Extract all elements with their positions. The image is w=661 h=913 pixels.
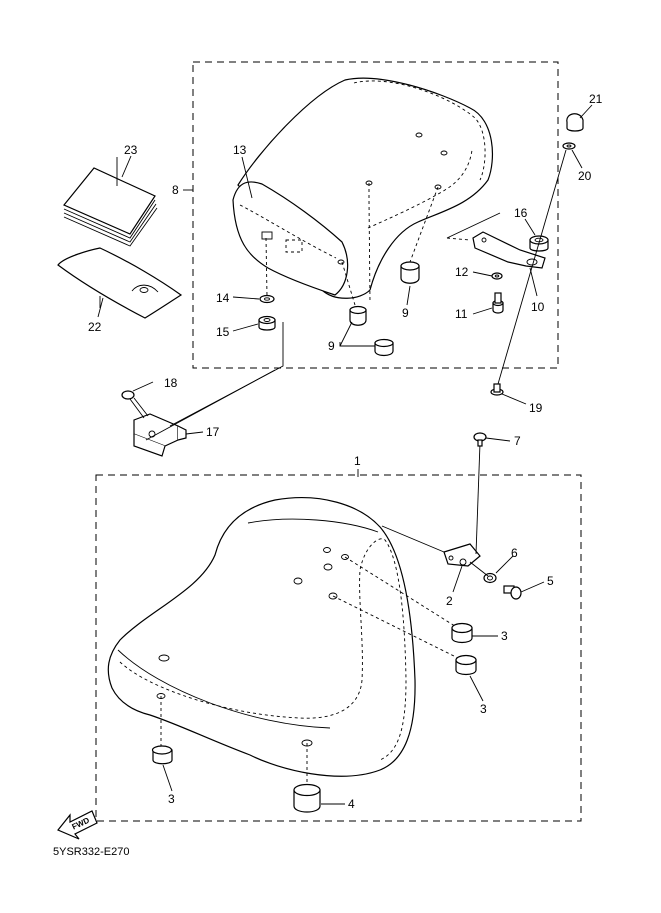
bolt-18 — [121, 390, 149, 419]
front-seat-part — [107, 497, 416, 777]
washer-20 — [562, 142, 576, 150]
callout-9-upper: 9 — [402, 306, 409, 320]
bolt-7 — [473, 432, 487, 447]
front-seat-assembly-box — [95, 474, 582, 822]
callout-8: 8 — [172, 183, 179, 197]
damper-9-upper — [400, 261, 420, 284]
callout-19: 19 — [529, 401, 543, 415]
collar-16 — [529, 235, 549, 252]
callout-14: 14 — [216, 291, 230, 305]
damper-9-lower-b — [374, 338, 394, 357]
rear-seat-part — [232, 77, 493, 299]
bracket-2 — [443, 543, 481, 567]
cap-nut-21 — [566, 113, 584, 132]
callout-20: 20 — [578, 169, 592, 183]
callout-11: 11 — [455, 307, 468, 321]
callout-9-lower: 9 — [328, 339, 335, 353]
nut-15 — [258, 315, 276, 331]
callout-22: 22 — [88, 320, 102, 334]
callout-1: 1 — [354, 454, 361, 468]
damper-3-c — [151, 745, 173, 765]
forward-arrow-icon: FWD — [57, 810, 98, 840]
grommet-19 — [490, 383, 504, 396]
callout-21: 21 — [589, 92, 603, 106]
seat-cover-part — [57, 247, 183, 319]
callout-13: 13 — [233, 143, 247, 157]
washer-14 — [259, 294, 275, 304]
callout-4: 4 — [348, 797, 355, 811]
bracket-10 — [472, 231, 546, 269]
diagram-code: 5YSR332-E270 — [53, 846, 129, 858]
callout-18: 18 — [164, 376, 178, 390]
callout-15: 15 — [216, 325, 230, 339]
callout-23: 23 — [124, 143, 138, 157]
callout-16: 16 — [514, 206, 528, 220]
callout-3-b: 3 — [480, 702, 487, 716]
callout-10: 10 — [531, 300, 545, 314]
rear-seat-assembly-box — [192, 61, 559, 369]
damper-4 — [293, 783, 321, 813]
owners-manual-part — [63, 157, 158, 247]
callout-3-a: 3 — [501, 629, 508, 643]
callout-leaders — [97, 104, 593, 805]
callout-12: 12 — [455, 265, 469, 279]
bolt-11 — [492, 292, 504, 314]
callout-3-c: 3 — [168, 792, 175, 806]
damper-3-a — [451, 622, 473, 644]
callout-6: 6 — [511, 546, 518, 560]
damper-3-b — [455, 654, 477, 676]
bolt-5 — [503, 585, 522, 600]
hook-bracket-17 — [133, 413, 187, 457]
washer-12 — [491, 272, 503, 280]
callout-2: 2 — [446, 594, 453, 608]
callout-17: 17 — [206, 425, 220, 439]
callout-7: 7 — [514, 434, 521, 448]
damper-9-lower-a — [349, 305, 367, 326]
callout-5: 5 — [547, 574, 554, 588]
